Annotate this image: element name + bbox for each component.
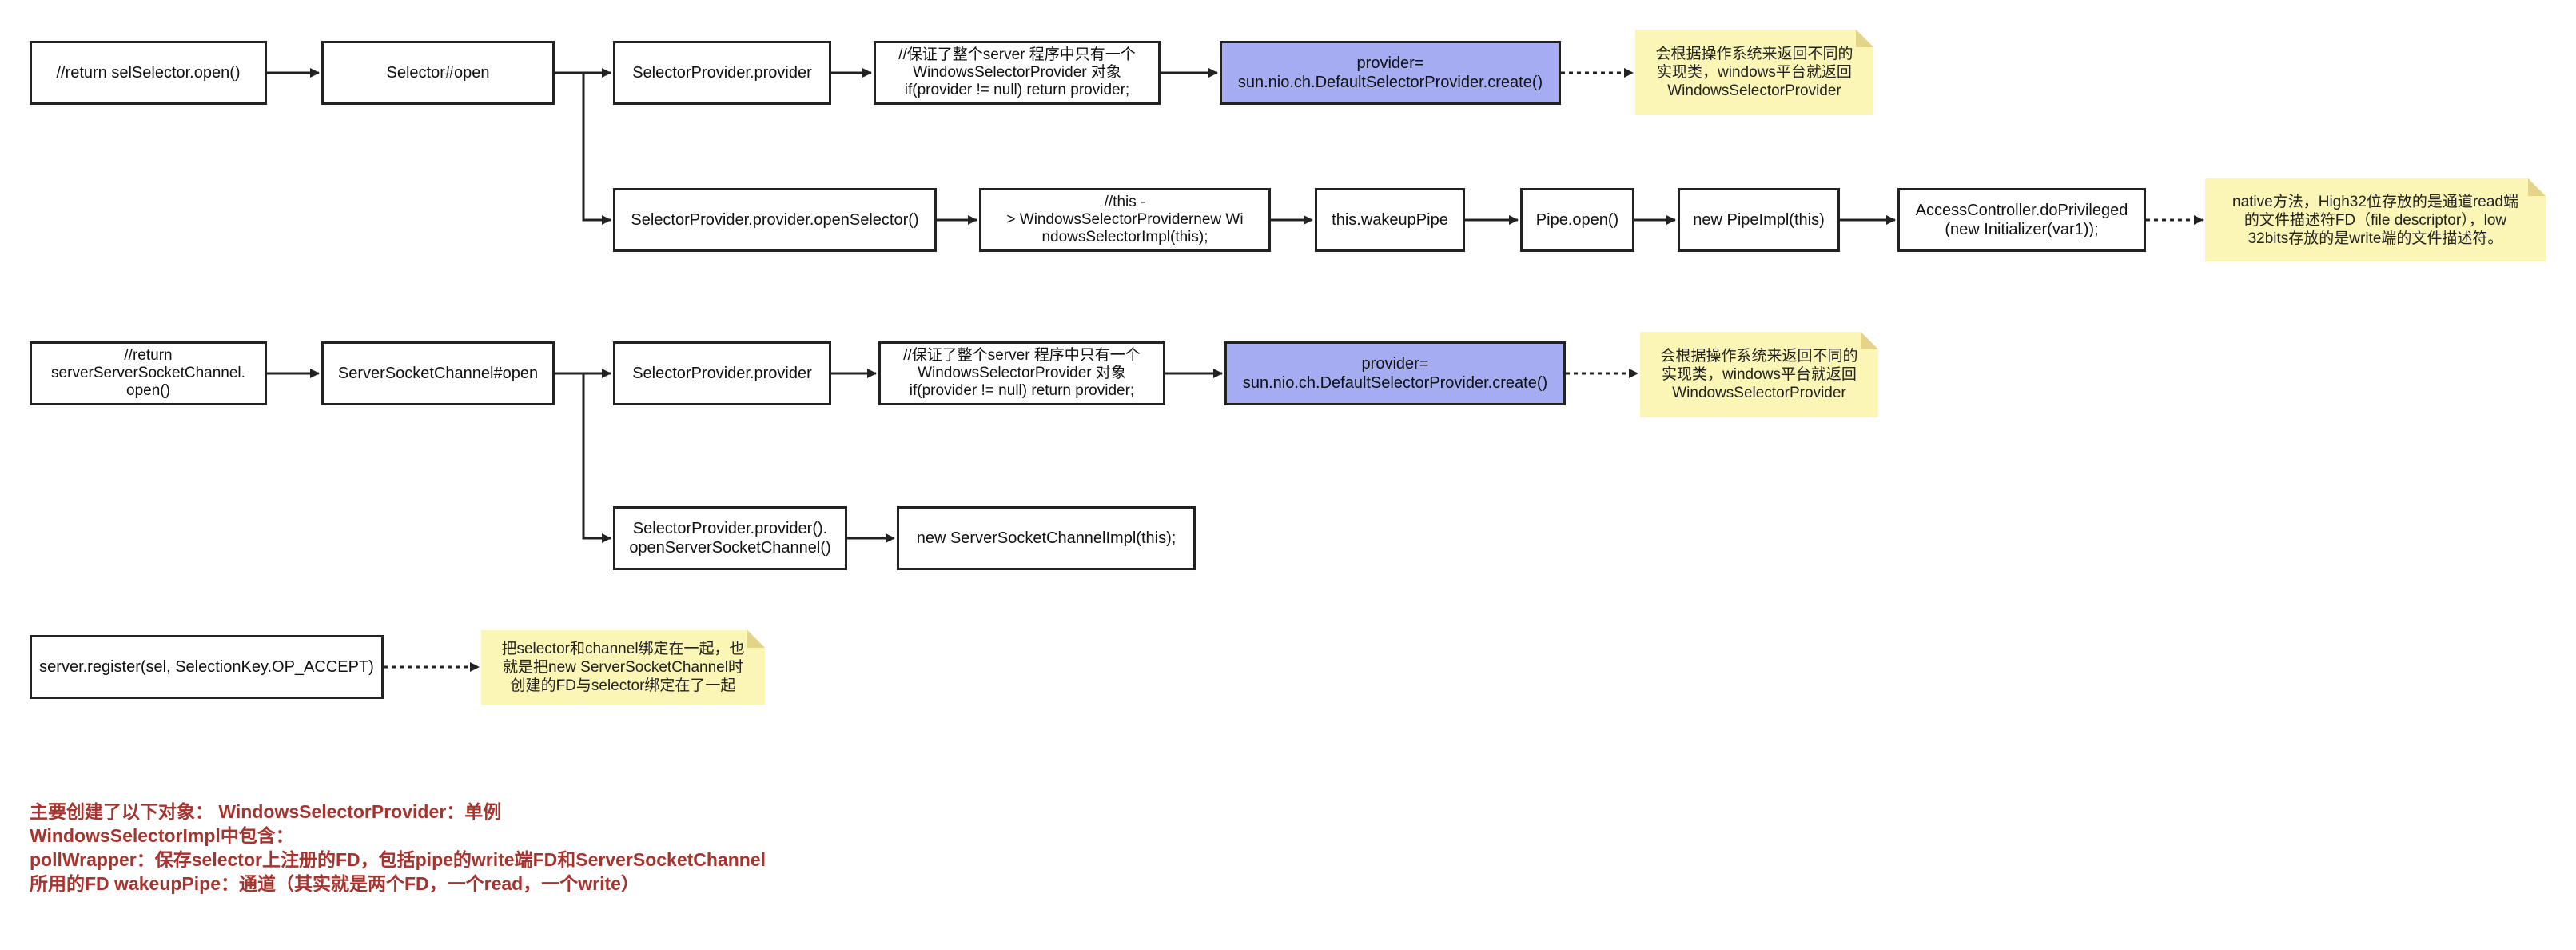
note-fold-corner [747, 630, 765, 648]
node-provider-singleton-check[interactable]: //保证了整个server 程序中只有一个 WindowsSelectorPro… [874, 41, 1161, 105]
node-provider-singleton-check-2[interactable]: //保证了整个server 程序中只有一个 WindowsSelectorPro… [878, 341, 1165, 405]
note-provider-by-os: 会根据操作系统来返回不同的 实现类，windows平台就返回 WindowsSe… [1635, 30, 1873, 115]
note-provider-by-os-text: 会根据操作系统来返回不同的 实现类，windows平台就返回 WindowsSe… [1655, 46, 1853, 99]
note-fold-corner [2528, 178, 2546, 196]
node-server-socket-channel-open[interactable]: ServerSocketChannel#open [321, 341, 555, 405]
note-native-pipe-fd: native方法，High32位存放的是通道read端 的文件描述符FD（fil… [2205, 178, 2546, 261]
node-provider-create[interactable]: provider= sun.nio.ch.DefaultSelectorProv… [1220, 41, 1561, 105]
note-bind-selector-channel-text: 把selector和channel绑定在一起，也 就是把new ServerSo… [501, 641, 745, 694]
node-new-pipe-impl[interactable]: new PipeImpl(this) [1678, 188, 1840, 252]
node-open-selector[interactable]: SelectorProvider.provider.openSelector() [613, 188, 937, 252]
summary-line-1: 主要创建了以下对象： WindowsSelectorProvider：单例 [30, 801, 502, 822]
summary-text: 主要创建了以下对象： WindowsSelectorProvider：单例 Wi… [30, 800, 1149, 896]
edge-n2-n6 [582, 73, 611, 225]
node-provider-create-2[interactable]: provider= sun.nio.ch.DefaultSelectorProv… [1224, 341, 1566, 405]
node-selector-provider-provider[interactable]: SelectorProvider.provider [613, 41, 831, 105]
node-pipe-open[interactable]: Pipe.open() [1520, 188, 1634, 252]
summary-line-4: 所用的FD wakeupPipe：通道（其实就是两个FD，一个read，一个wr… [30, 873, 639, 894]
summary-line-2: WindowsSelectorImpl中包含： [30, 825, 294, 846]
node-selector-provider-provider-2[interactable]: SelectorProvider.provider [613, 341, 831, 405]
node-access-controller[interactable]: AccessController.doPrivileged (new Initi… [1897, 188, 2146, 252]
summary-line-3: pollWrapper：保存selector上注册的FD，包括pipe的writ… [30, 849, 766, 870]
note-fold-corner [1861, 332, 1878, 349]
note-provider-by-os-2-text: 会根据操作系统来返回不同的 实现类，windows平台就返回 WindowsSe… [1660, 348, 1858, 401]
node-this-wakeup-pipe[interactable]: this.wakeupPipe [1315, 188, 1465, 252]
node-open-server-socket-channel[interactable]: SelectorProvider.provider(). openServerS… [613, 506, 847, 570]
note-bind-selector-channel: 把selector和channel绑定在一起，也 就是把new ServerSo… [481, 630, 765, 705]
note-provider-by-os-2: 会根据操作系统来返回不同的 实现类，windows平台就返回 WindowsSe… [1640, 332, 1878, 417]
note-fold-corner [1856, 30, 1873, 47]
node-return-sel-selector-open[interactable]: //return selSelector.open() [30, 41, 267, 105]
edge-m2-m6 [582, 373, 611, 543]
node-return-server-socket-channel-open[interactable]: //return serverServerSocketChannel. open… [30, 341, 267, 405]
node-new-server-socket-channel-impl[interactable]: new ServerSocketChannelImpl(this); [897, 506, 1196, 570]
node-selector-open[interactable]: Selector#open [321, 41, 555, 105]
node-windows-selector-impl[interactable]: //this - > WindowsSelectorProvidernew Wi… [979, 188, 1271, 252]
note-native-pipe-fd-text: native方法，High32位存放的是通道read端 的文件描述符FD（fil… [2232, 193, 2518, 247]
node-server-register[interactable]: server.register(sel, SelectionKey.OP_ACC… [30, 635, 384, 699]
